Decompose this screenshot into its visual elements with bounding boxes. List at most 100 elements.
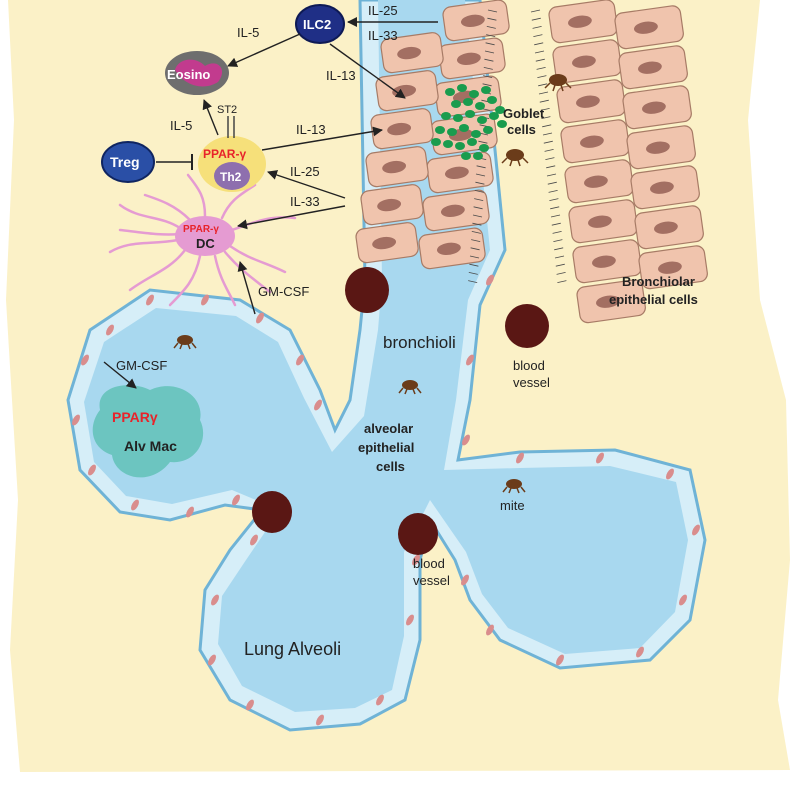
cilium	[469, 263, 479, 267]
epithelial-cell	[365, 146, 429, 188]
cilium	[541, 116, 551, 119]
airway-lumen	[66, 0, 707, 732]
signaling-arrows	[103, 17, 438, 389]
epithelial-cell	[370, 108, 434, 150]
goblet-granule	[461, 152, 471, 160]
blood-vessel-4	[398, 513, 438, 555]
goblet-granule	[445, 88, 455, 96]
mite-label: mite	[500, 498, 525, 513]
epithelial-nucleus-dot	[636, 646, 644, 658]
cilium	[543, 140, 553, 144]
cilium	[485, 42, 495, 46]
label-il13-top: IL-13	[326, 68, 356, 83]
bronchiolar-epithelium-left	[355, 0, 510, 270]
arrow-il13-top	[329, 43, 406, 99]
cilium	[474, 198, 484, 201]
label-gmcsf-mac: GM-CSF	[116, 358, 167, 373]
cilium	[473, 206, 483, 210]
epithelial-nucleus-dot	[208, 654, 216, 666]
arrow-il13-mid	[261, 126, 383, 151]
dendrite	[118, 203, 182, 230]
epithelial-nucleus	[372, 236, 397, 250]
epithelial-nucleus-dot	[461, 574, 469, 586]
epithelial-nucleus	[580, 135, 604, 148]
epithelial-nucleus	[658, 261, 682, 274]
goblet-granule	[447, 128, 457, 136]
cilium	[550, 206, 560, 210]
goblet-granule	[489, 112, 499, 120]
goblet-granule	[481, 86, 491, 94]
mite-icon	[173, 335, 197, 350]
cilium	[551, 222, 561, 226]
label-il33-mid: IL-33	[290, 194, 320, 209]
cilium	[534, 50, 545, 54]
cilium	[546, 165, 556, 169]
cilium	[472, 222, 482, 226]
dendrite	[168, 254, 202, 307]
alveolar-epithelial-nuclei	[72, 274, 700, 726]
goblet-granule	[483, 126, 493, 134]
epithelial-nucleus-dot	[232, 494, 240, 506]
alveolar-label-line1: alveolar	[364, 421, 413, 436]
treg-label: Treg	[110, 154, 140, 170]
cilium	[532, 26, 542, 29]
cilium	[557, 280, 567, 283]
epithelial-nucleus	[592, 255, 616, 268]
bronchiolar-label-line1: Bronchiolar	[622, 274, 695, 289]
blood-vessel-3	[252, 491, 292, 533]
eosinophil-cell: Eosino	[165, 51, 229, 95]
goblet-label-line2: cells	[507, 122, 536, 137]
epithelial-nucleus	[584, 175, 608, 188]
epithelial-nucleus	[377, 198, 402, 212]
cilium	[542, 124, 552, 128]
treg-cell: Treg	[101, 141, 193, 183]
label-il33-top: IL-33	[368, 28, 398, 43]
epithelial-cell	[360, 184, 424, 226]
epithelial-cell	[548, 0, 618, 44]
th2-ppar-label: PPAR-γ	[203, 147, 246, 161]
dendrite	[213, 254, 237, 307]
goblet-granule	[475, 102, 485, 110]
epithelial-cell	[564, 159, 634, 204]
cilium	[487, 9, 498, 13]
cilium	[476, 165, 486, 169]
epithelial-nucleus-dot	[679, 594, 687, 606]
dendrite	[108, 238, 180, 254]
alv-mac-ppar-label: PPARγ	[112, 409, 158, 425]
lung-alveoli-label: Lung Alveoli	[244, 639, 341, 659]
epithelial-nucleus	[456, 52, 481, 65]
epithelial-cell	[556, 79, 626, 124]
cilium	[546, 173, 557, 177]
epithelial-nucleus-dot	[246, 699, 254, 711]
epithelial-nucleus-dot	[376, 694, 384, 706]
epithelial-nucleus-dot	[556, 654, 564, 666]
epithelial-cell	[568, 199, 638, 244]
goblet-granule	[453, 114, 463, 122]
dendrite	[143, 193, 192, 222]
epithelial-nucleus-dot	[596, 452, 604, 464]
goblet-granule	[431, 138, 441, 146]
goblet-granule	[497, 120, 507, 128]
alv-mac-label: Alv Mac	[124, 438, 177, 454]
cilium	[470, 247, 480, 251]
cilium	[554, 247, 564, 251]
blood-vessel-1	[345, 267, 389, 313]
goblet-granule	[443, 140, 453, 148]
cilium	[545, 157, 555, 160]
cilium	[552, 231, 562, 234]
epithelial-nucleus	[596, 295, 620, 308]
goblet-granule	[441, 112, 451, 120]
label-gmcsf-dc: GM-CSF	[258, 284, 309, 299]
blood-vessel-1-line1: blood	[513, 358, 545, 373]
cilium	[530, 9, 541, 13]
epithelial-cell	[375, 70, 439, 112]
mite-icon	[544, 74, 572, 92]
epithelial-nucleus-dot	[412, 554, 420, 566]
epithelial-nucleus-dot	[486, 624, 494, 636]
cilium	[484, 58, 494, 62]
mite-icon	[398, 380, 422, 395]
goblet-granule	[479, 144, 489, 152]
goblet-granule	[471, 130, 481, 138]
